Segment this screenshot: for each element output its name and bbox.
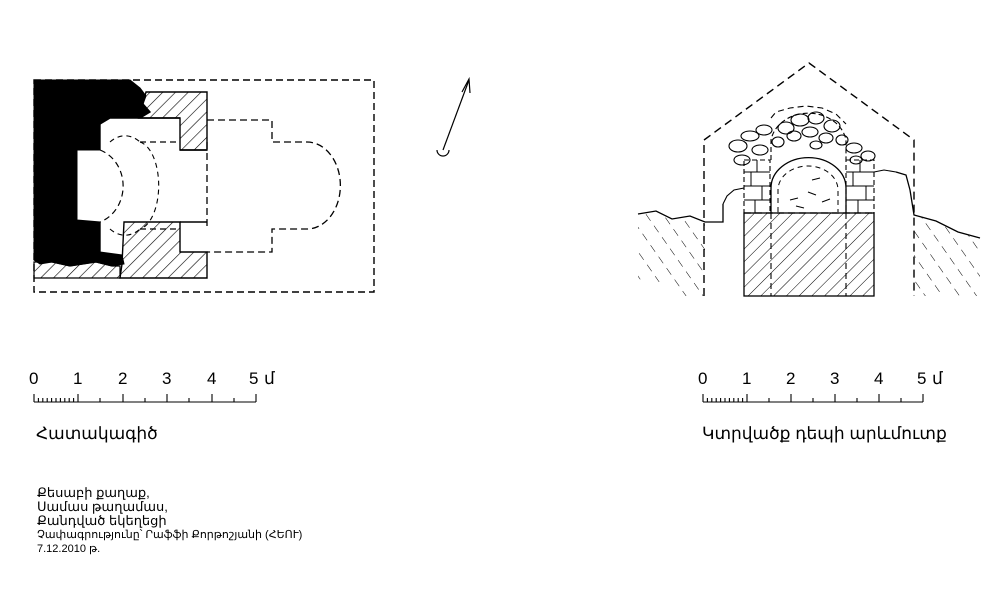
section-scale-bar — [702, 394, 924, 403]
plan-scale-0: 0 — [29, 369, 38, 388]
plan-scale-labels: 0 1 2 3 4 5 մ — [29, 369, 275, 388]
west-section — [637, 62, 981, 297]
plan-apse-arc — [99, 149, 124, 223]
section-arch — [770, 156, 847, 213]
plan-scale-3: 3 — [162, 369, 171, 388]
drawing-info-block: Քեսաբի քաղաք, Սամաս թաղամաս, Քանդված եկե… — [37, 486, 302, 556]
section-scale-4: 4 — [874, 369, 883, 388]
plan-scale-2: 2 — [118, 369, 127, 388]
section-vault-stones — [728, 105, 876, 166]
plan-scale-5: 5 — [249, 369, 258, 388]
plan-scale-1: 1 — [73, 369, 82, 388]
section-scale-unit: մ — [932, 369, 943, 388]
plan-wall-north — [137, 91, 208, 151]
floor-plan — [33, 79, 375, 293]
section-scale-3: 3 — [830, 369, 839, 388]
plan-scale-4: 4 — [207, 369, 216, 388]
plan-caption: Հատակագիծ — [36, 424, 158, 443]
plan-wall-southwest — [33, 261, 121, 279]
section-caption: Կտրվածք դեպի արևմուտք — [702, 424, 947, 443]
info-line-author: Չափագրությունը՝ Րաֆֆի Քորթոշյանի (ՀԵՈՒ) — [37, 529, 303, 541]
section-scale-2: 2 — [786, 369, 795, 388]
plan-site-outline — [33, 79, 375, 293]
plan-scale-unit: մ — [264, 369, 275, 388]
section-roof-outline — [703, 62, 915, 296]
section-scale-5: 5 — [917, 369, 926, 388]
plan-church-outline — [207, 119, 341, 253]
info-line-date: 7.12.2010 թ. — [37, 543, 101, 555]
section-ground-left — [638, 211, 705, 296]
section-scale-labels: 0 1 2 3 4 5 մ — [698, 369, 943, 388]
plan-wall-south — [119, 221, 208, 279]
section-foundation — [743, 212, 875, 297]
info-line-object: Քանդված եկեղեցի — [37, 513, 167, 528]
section-scale-0: 0 — [698, 369, 707, 388]
section-ground-right — [914, 215, 980, 296]
section-scale-1: 1 — [742, 369, 751, 388]
info-line-district: Սամաս թաղամաս, — [37, 499, 168, 514]
north-arrow-icon — [436, 76, 471, 157]
plan-inner-walls — [99, 117, 207, 223]
info-line-city: Քեսաբի քաղաք, — [37, 485, 150, 500]
plan-scale-bar — [33, 394, 257, 403]
